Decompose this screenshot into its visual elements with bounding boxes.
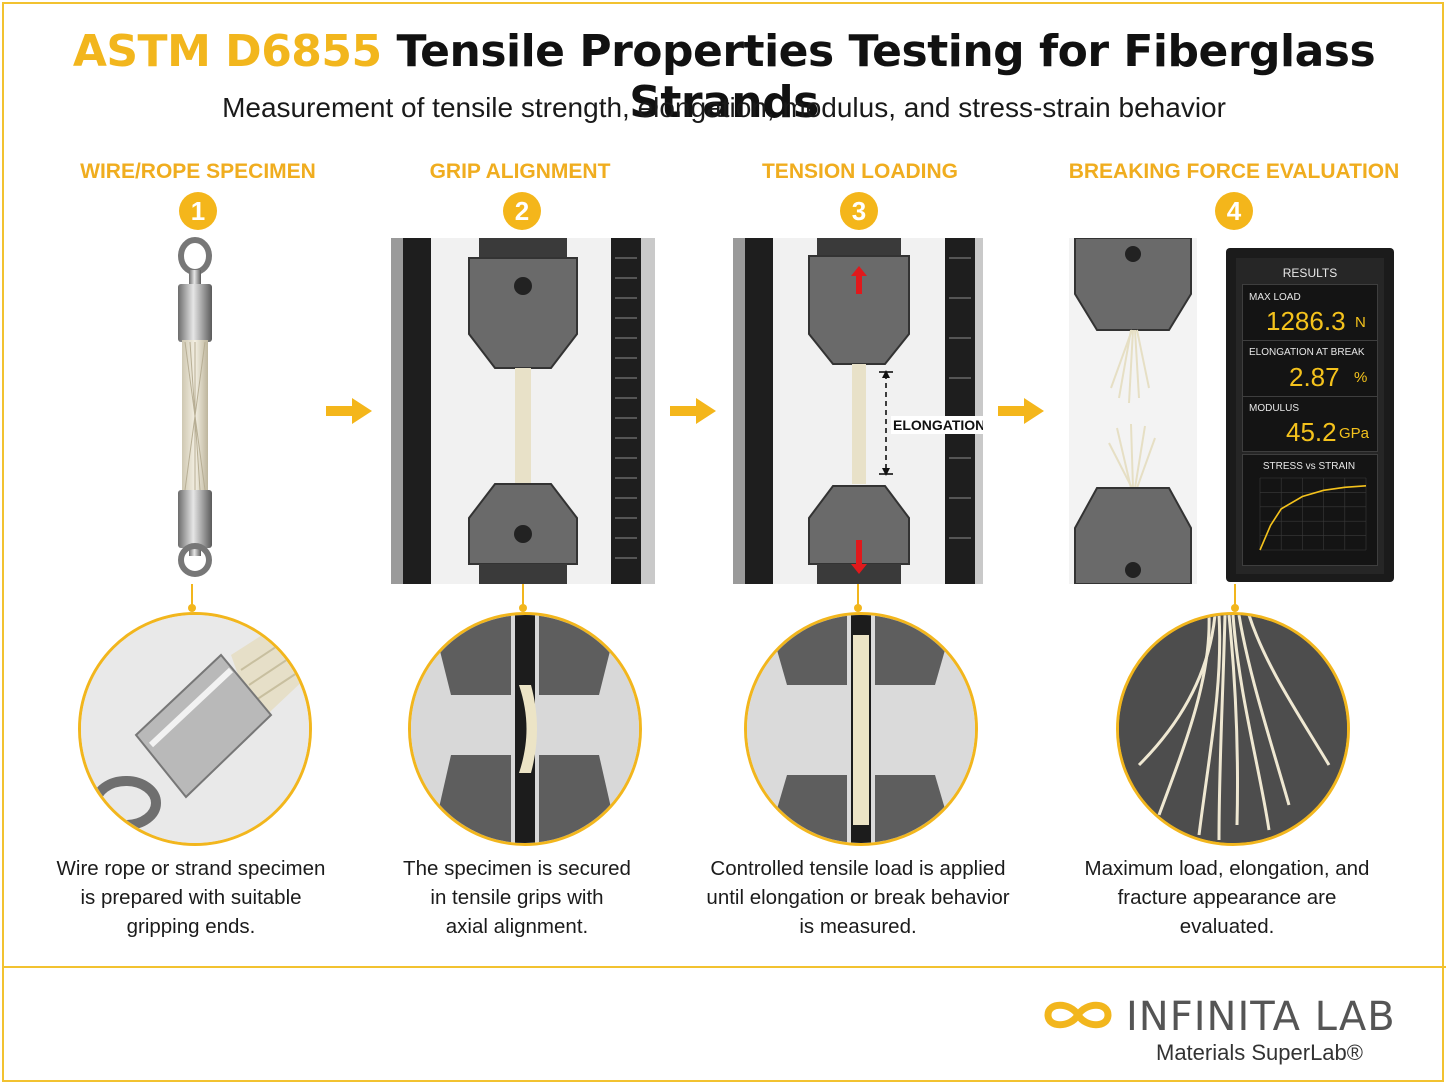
logo-tagline: Materials SuperLab®: [1156, 1040, 1363, 1065]
modulus-label: MODULUS: [1249, 403, 1300, 414]
grip-closeup: [408, 612, 642, 846]
connector-dot: [1231, 604, 1239, 612]
stress-strain-chart: [1259, 477, 1367, 551]
grip-alignment-image: [391, 238, 655, 584]
fracture-image: [1069, 238, 1197, 584]
max-load-box: [1242, 284, 1378, 342]
infinity-icon: [1044, 1001, 1112, 1029]
specimen-end-closeup: [78, 612, 312, 846]
step-2-number: 2: [503, 192, 541, 230]
connector-line: [522, 584, 524, 610]
modulus-box: [1242, 396, 1378, 452]
elongation-label: ELONGATION: [891, 416, 983, 434]
page-title: ASTM D6855 Tensile Properties Testing fo…: [0, 26, 1448, 128]
elongation-unit: %: [1354, 369, 1368, 386]
rope-specimen-illustration: [178, 237, 212, 577]
connector-line: [857, 584, 859, 610]
logo-name: INFINITA LAB: [1126, 994, 1396, 1040]
step-2-description: The specimen is secured in tensile grips…: [403, 857, 631, 938]
step-4-number: 4: [1215, 192, 1253, 230]
arrow-right-icon: [670, 398, 716, 424]
arrow-right-icon: [998, 398, 1044, 424]
step-4-title: BREAKING FORCE EVALUATION: [1068, 160, 1400, 183]
connector-dot: [188, 604, 196, 612]
page-subtitle: Measurement of tensile strength, elongat…: [222, 92, 1226, 123]
max-load-value: 1286.3: [1266, 306, 1346, 336]
arrow-up-icon: [851, 266, 867, 294]
step-1-title: WIRE/ROPE SPECIMEN: [80, 160, 316, 183]
title-accent: ASTM D6855: [72, 26, 382, 77]
arrow-right-icon: [326, 398, 372, 424]
max-load-unit: N: [1355, 314, 1366, 331]
step-2-title: GRIP ALIGNMENT: [429, 160, 611, 183]
title-rest: Tensile Properties Testing for Fiberglas…: [396, 26, 1376, 128]
results-title: RESULTS: [1282, 266, 1338, 280]
arrow-down-icon: [851, 540, 867, 574]
step-1-number: 1: [179, 192, 217, 230]
step-3-number: 3: [840, 192, 878, 230]
step-4-description: Maximum load, elongation, and fracture a…: [1084, 857, 1370, 938]
modulus-unit: GPa: [1339, 425, 1370, 442]
step-1-description: Wire rope or strand specimen is prepared…: [56, 857, 326, 938]
stress-strain-series-line: [1259, 485, 1367, 551]
connector-line: [1234, 584, 1236, 610]
stress-strain-title: STRESS vs STRAIN: [1262, 461, 1356, 472]
connector-dot: [519, 604, 527, 612]
stress-strain-box: [1242, 454, 1378, 566]
elongation-box: [1242, 340, 1378, 398]
step-3-description: Controlled tensile load is applied until…: [706, 857, 1010, 938]
step-3-title: TENSION LOADING: [761, 160, 958, 183]
tension-loading-image: ELONGATION: [733, 238, 983, 584]
fracture-closeup: [1116, 612, 1350, 846]
tension-closeup: [744, 612, 978, 846]
connector-line: [191, 584, 193, 610]
elongation-value: 2.87: [1289, 362, 1340, 392]
connector-dot: [854, 604, 862, 612]
max-load-label: MAX LOAD: [1249, 292, 1301, 303]
modulus-value: 45.2: [1286, 417, 1337, 447]
elongation-at-break-label: ELONGATION AT BREAK: [1249, 347, 1365, 358]
footer-divider: [2, 966, 1446, 968]
